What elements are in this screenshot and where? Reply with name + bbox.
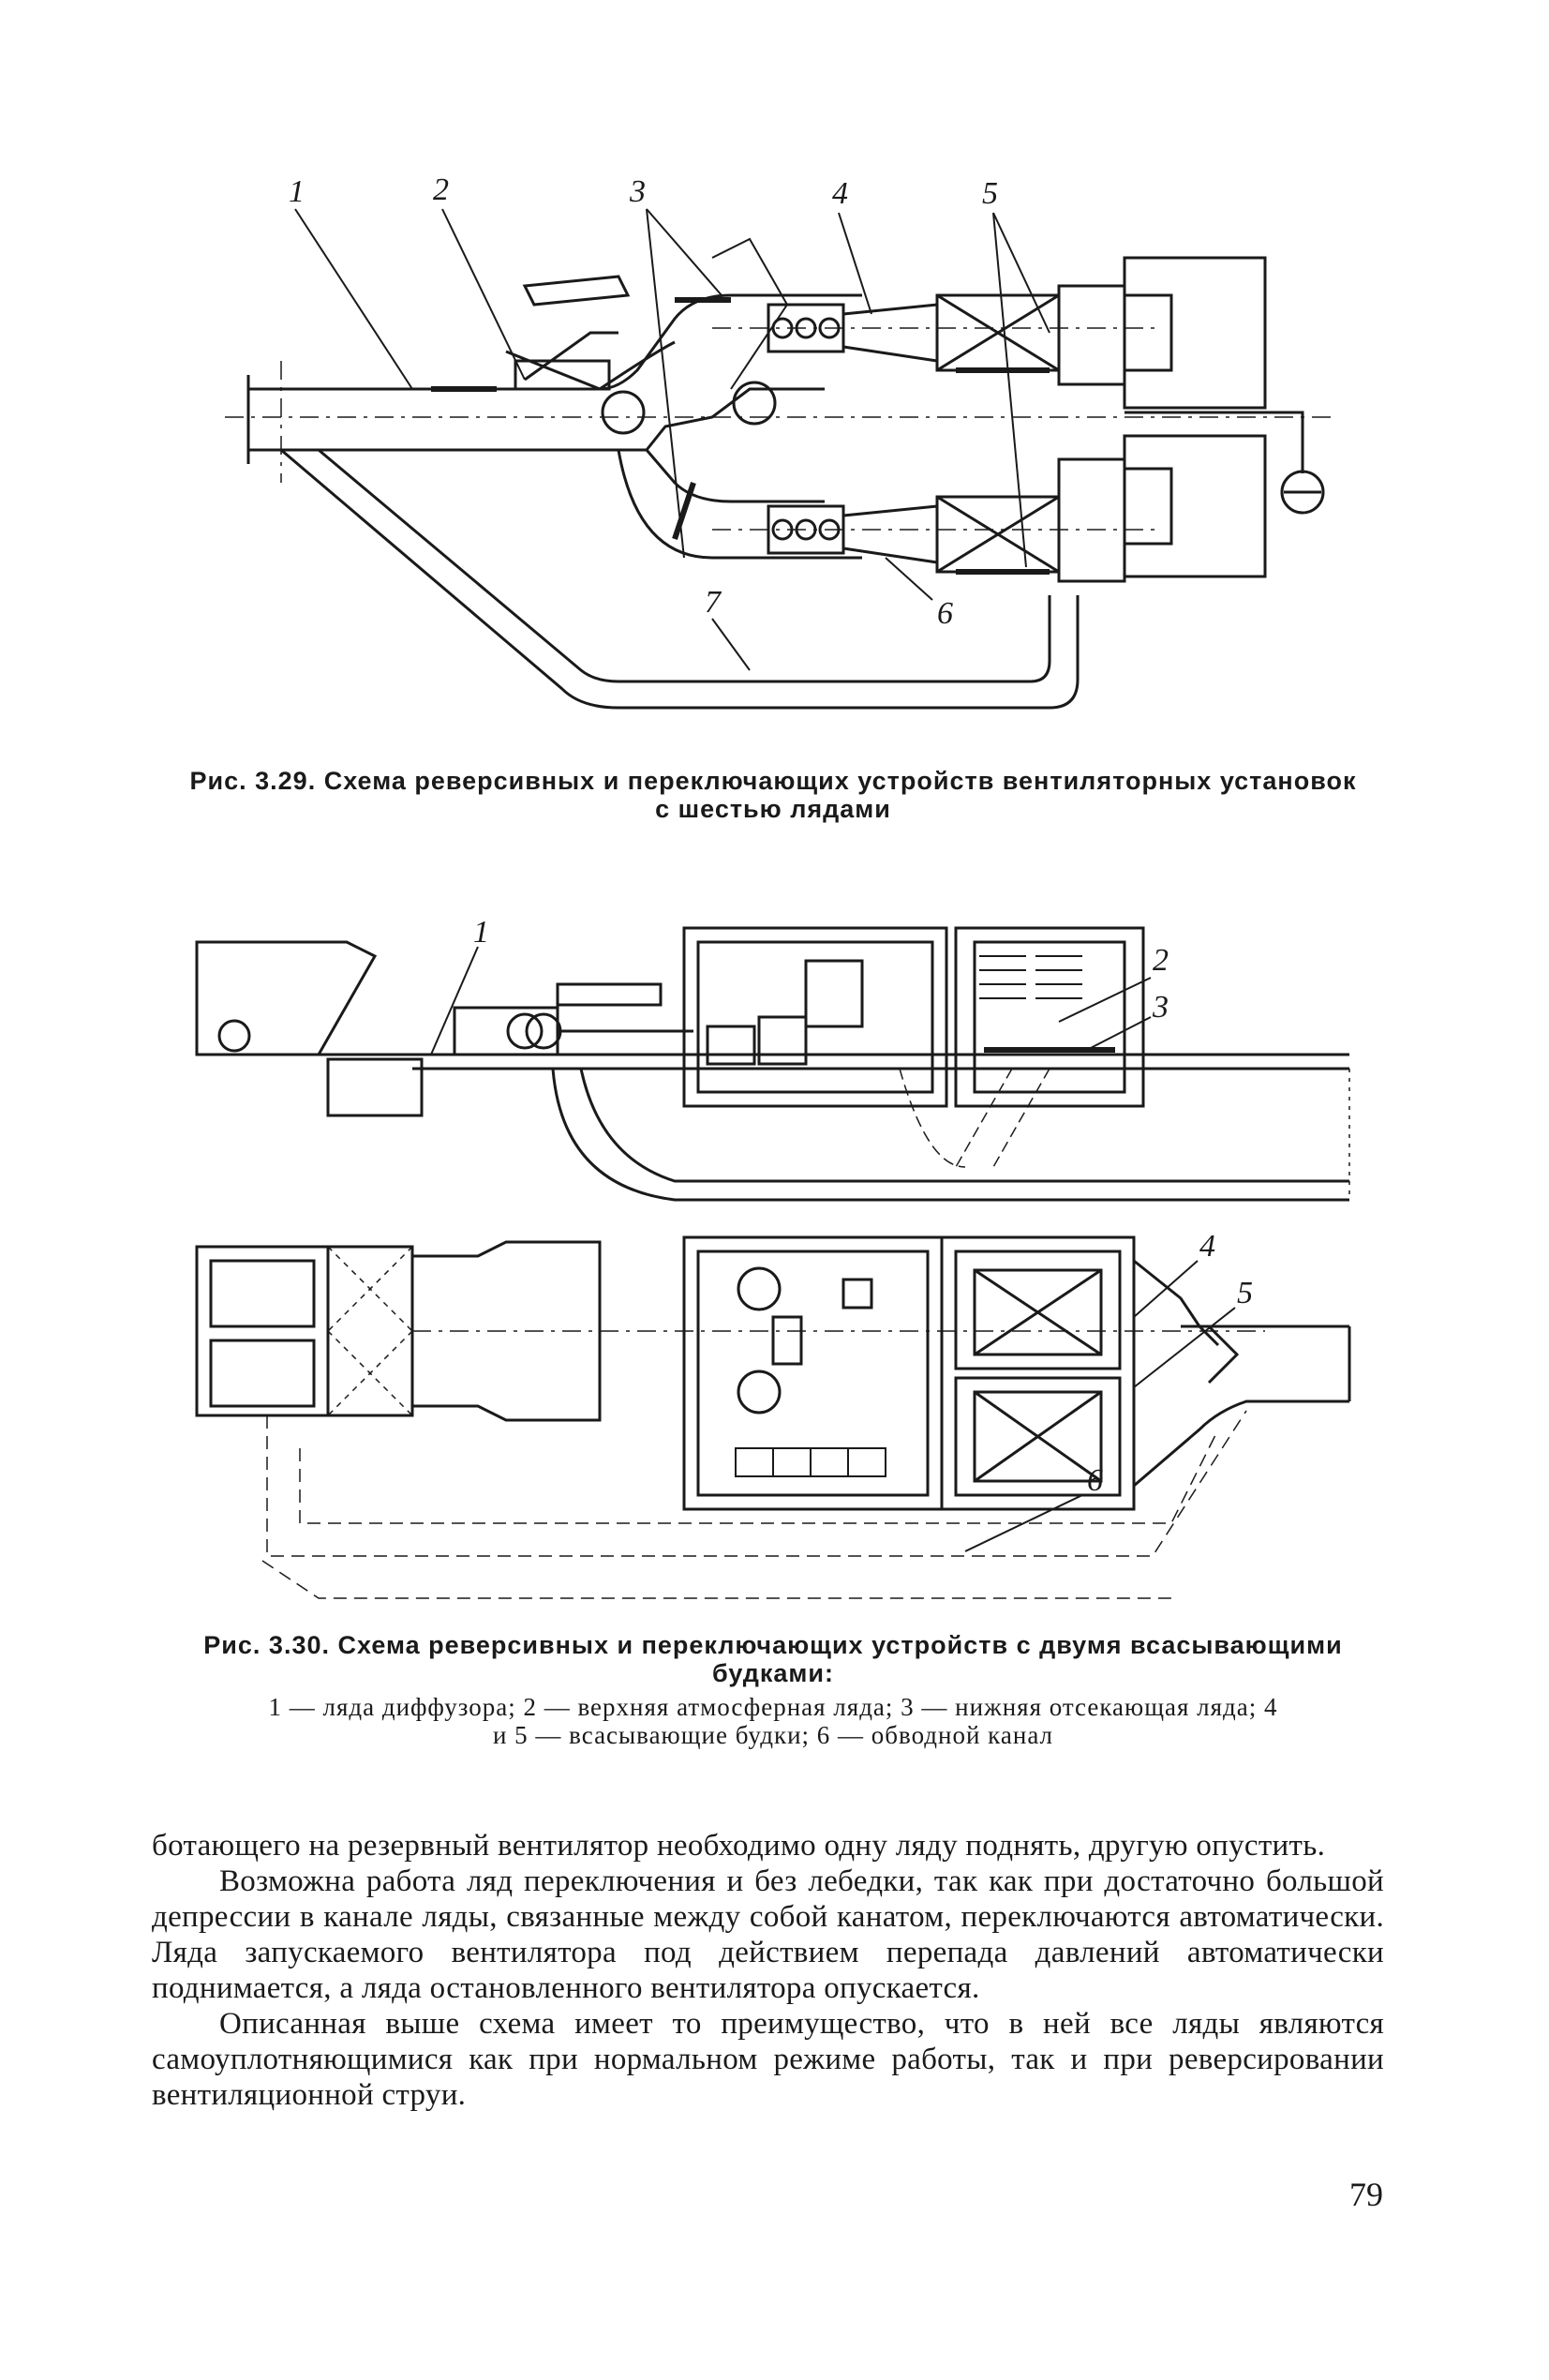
figure-3-29-drawing: 1 2 3 4 5 6 7 — [225, 172, 1331, 710]
figure-3-30-legend-line-2: и 5 — всасывающие будки; 6 — обводной ка… — [492, 1721, 1054, 1749]
page-number: 79 — [1349, 2176, 1383, 2213]
fig2-label-5: 5 — [1237, 1276, 1253, 1310]
fig1-label-4: 4 — [832, 176, 848, 211]
fig1-label-5: 5 — [982, 176, 998, 211]
figure-3-29-caption: Рис. 3.29. Схема реверсивных и переключа… — [141, 767, 1406, 823]
paragraph-1: ботающего на резервный вентилятор необхо… — [152, 1829, 1326, 1863]
fig2-label-4: 4 — [1199, 1229, 1215, 1264]
fig2-label-3: 3 — [1152, 990, 1169, 1025]
figure-3-29: 1 2 3 4 5 6 7 — [225, 164, 1387, 736]
fig1-label-1: 1 — [289, 174, 305, 209]
fig1-label-2: 2 — [433, 172, 449, 207]
fig1-label-7: 7 — [705, 585, 722, 620]
figure-3-30-drawing: 1 2 3 4 5 6 — [195, 915, 1351, 1599]
figure-3-29-caption-line-2: с шестью лядами — [655, 795, 891, 823]
paragraph-2: Возможна работа ляд переключения и без л… — [152, 1864, 1384, 2005]
fig2-label-1: 1 — [473, 915, 489, 950]
fig2-label-2: 2 — [1153, 943, 1169, 978]
body-text: ботающего на резервный вентилятор необхо… — [152, 1828, 1384, 2113]
figure-3-29-caption-line-1: Рис. 3.29. Схема реверсивных и переключа… — [189, 767, 1357, 795]
paragraph-3: Описанная выше схема имеет то преимущест… — [152, 2007, 1384, 2112]
fig1-label-6: 6 — [937, 596, 953, 631]
figure-3-30-caption: Рис. 3.30. Схема реверсивных и переключа… — [141, 1631, 1406, 1687]
figure-3-30-caption-line-2: будками: — [712, 1659, 834, 1687]
fig1-label-3: 3 — [629, 174, 646, 209]
figure-3-30-legend: 1 — ляда диффузора; 2 — верхняя атмосфер… — [141, 1693, 1406, 1749]
figure-3-30: 1 2 3 4 5 6 — [187, 886, 1406, 1626]
figure-3-30-legend-line-1: 1 — ляда диффузора; 2 — верхняя атмосфер… — [268, 1693, 1278, 1721]
figure-3-30-caption-line-1: Рис. 3.30. Схема реверсивных и переключа… — [203, 1631, 1343, 1659]
